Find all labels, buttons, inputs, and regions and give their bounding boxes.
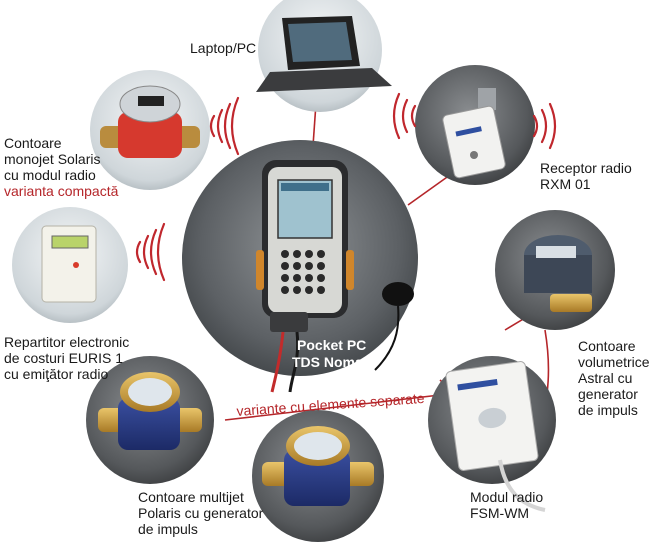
label-polaris-line-1: Contoare multijet (138, 489, 244, 505)
node-polaris (86, 356, 384, 542)
label-astral-line-1: Contoare (578, 338, 636, 354)
node-solaris (90, 70, 210, 190)
gps-antenna-icon (374, 282, 414, 371)
label-hub-line-1: Pocket PC (297, 337, 367, 353)
label-receiver-line-1: Receptor radio (540, 160, 632, 176)
label-astral-line-4: generator (578, 386, 638, 402)
label-astral-line-5: de impuls (578, 402, 638, 418)
label-laptop-line: Laptop/PC (190, 40, 257, 56)
label-euris-line-1: Repartitor electronic (4, 334, 130, 350)
radio-wave-icons (135, 92, 557, 282)
volumetric-meter-icon (524, 235, 592, 312)
label-fsm: Modul radio FSM-WM (470, 489, 543, 521)
node-astral (495, 210, 615, 330)
label-hub-line-2: TDS Nomad (292, 354, 372, 370)
cost-allocator-icon (41, 225, 97, 303)
label-polaris-line-2: Polaris cu generator (138, 505, 264, 521)
label-polaris-line-3: de impuls (138, 521, 198, 537)
label-euris: Repartitor electronic de costuri EURIS 1… (4, 334, 129, 382)
label-solaris-line-1: Contoare (4, 135, 62, 151)
pocket-pc-device-icon (256, 160, 354, 393)
radio-receiver-icon (442, 88, 506, 179)
label-solaris-line-2: monojet Solaris (4, 151, 101, 167)
separate-variants-line (224, 394, 441, 421)
label-solaris-note: varianta compactă (4, 183, 119, 199)
radio-wave-icon-solaris (209, 96, 240, 156)
label-solaris-line-3: cu modul radio (4, 167, 96, 183)
label-receiver-line-2: RXM 01 (540, 176, 591, 192)
hub-pocket-pc (182, 140, 418, 393)
multijet-meter-icon-2 (262, 426, 374, 506)
label-fsm-line-2: FSM-WM (470, 505, 530, 521)
laptop-icon (256, 16, 392, 92)
multijet-meter-icon (98, 372, 202, 450)
label-receiver: Receptor radio RXM 01 (540, 160, 632, 192)
connector-receiver (407, 174, 451, 206)
label-solaris: Contoare monojet Solaris cu modul radio … (4, 135, 118, 199)
radio-wave-icon-receiver (392, 92, 557, 150)
label-astral-line-3: Astral cu (578, 370, 633, 386)
node-receiver (415, 65, 535, 185)
node-fsm (428, 356, 556, 512)
label-laptop: Laptop/PC (190, 40, 256, 56)
node-laptop (256, 0, 392, 112)
label-euris-line-3: cu emiţător radio (4, 366, 109, 382)
label-astral-line-2: volumetrice (578, 354, 650, 370)
radio-wave-icon-euris (135, 222, 166, 282)
label-fsm-line-1: Modul radio (470, 489, 544, 505)
label-polaris: Contoare multijet Polaris cu generator d… (138, 489, 263, 537)
water-meter-icon (100, 85, 200, 158)
label-astral: Contoare volumetrice Astral cu generator… (578, 338, 650, 418)
label-hub: Pocket PC TDS Nomad (292, 337, 371, 371)
label-euris-line-2: de costuri EURIS 1 (4, 350, 124, 366)
radio-module-icon (445, 361, 546, 512)
node-euris (12, 207, 128, 323)
